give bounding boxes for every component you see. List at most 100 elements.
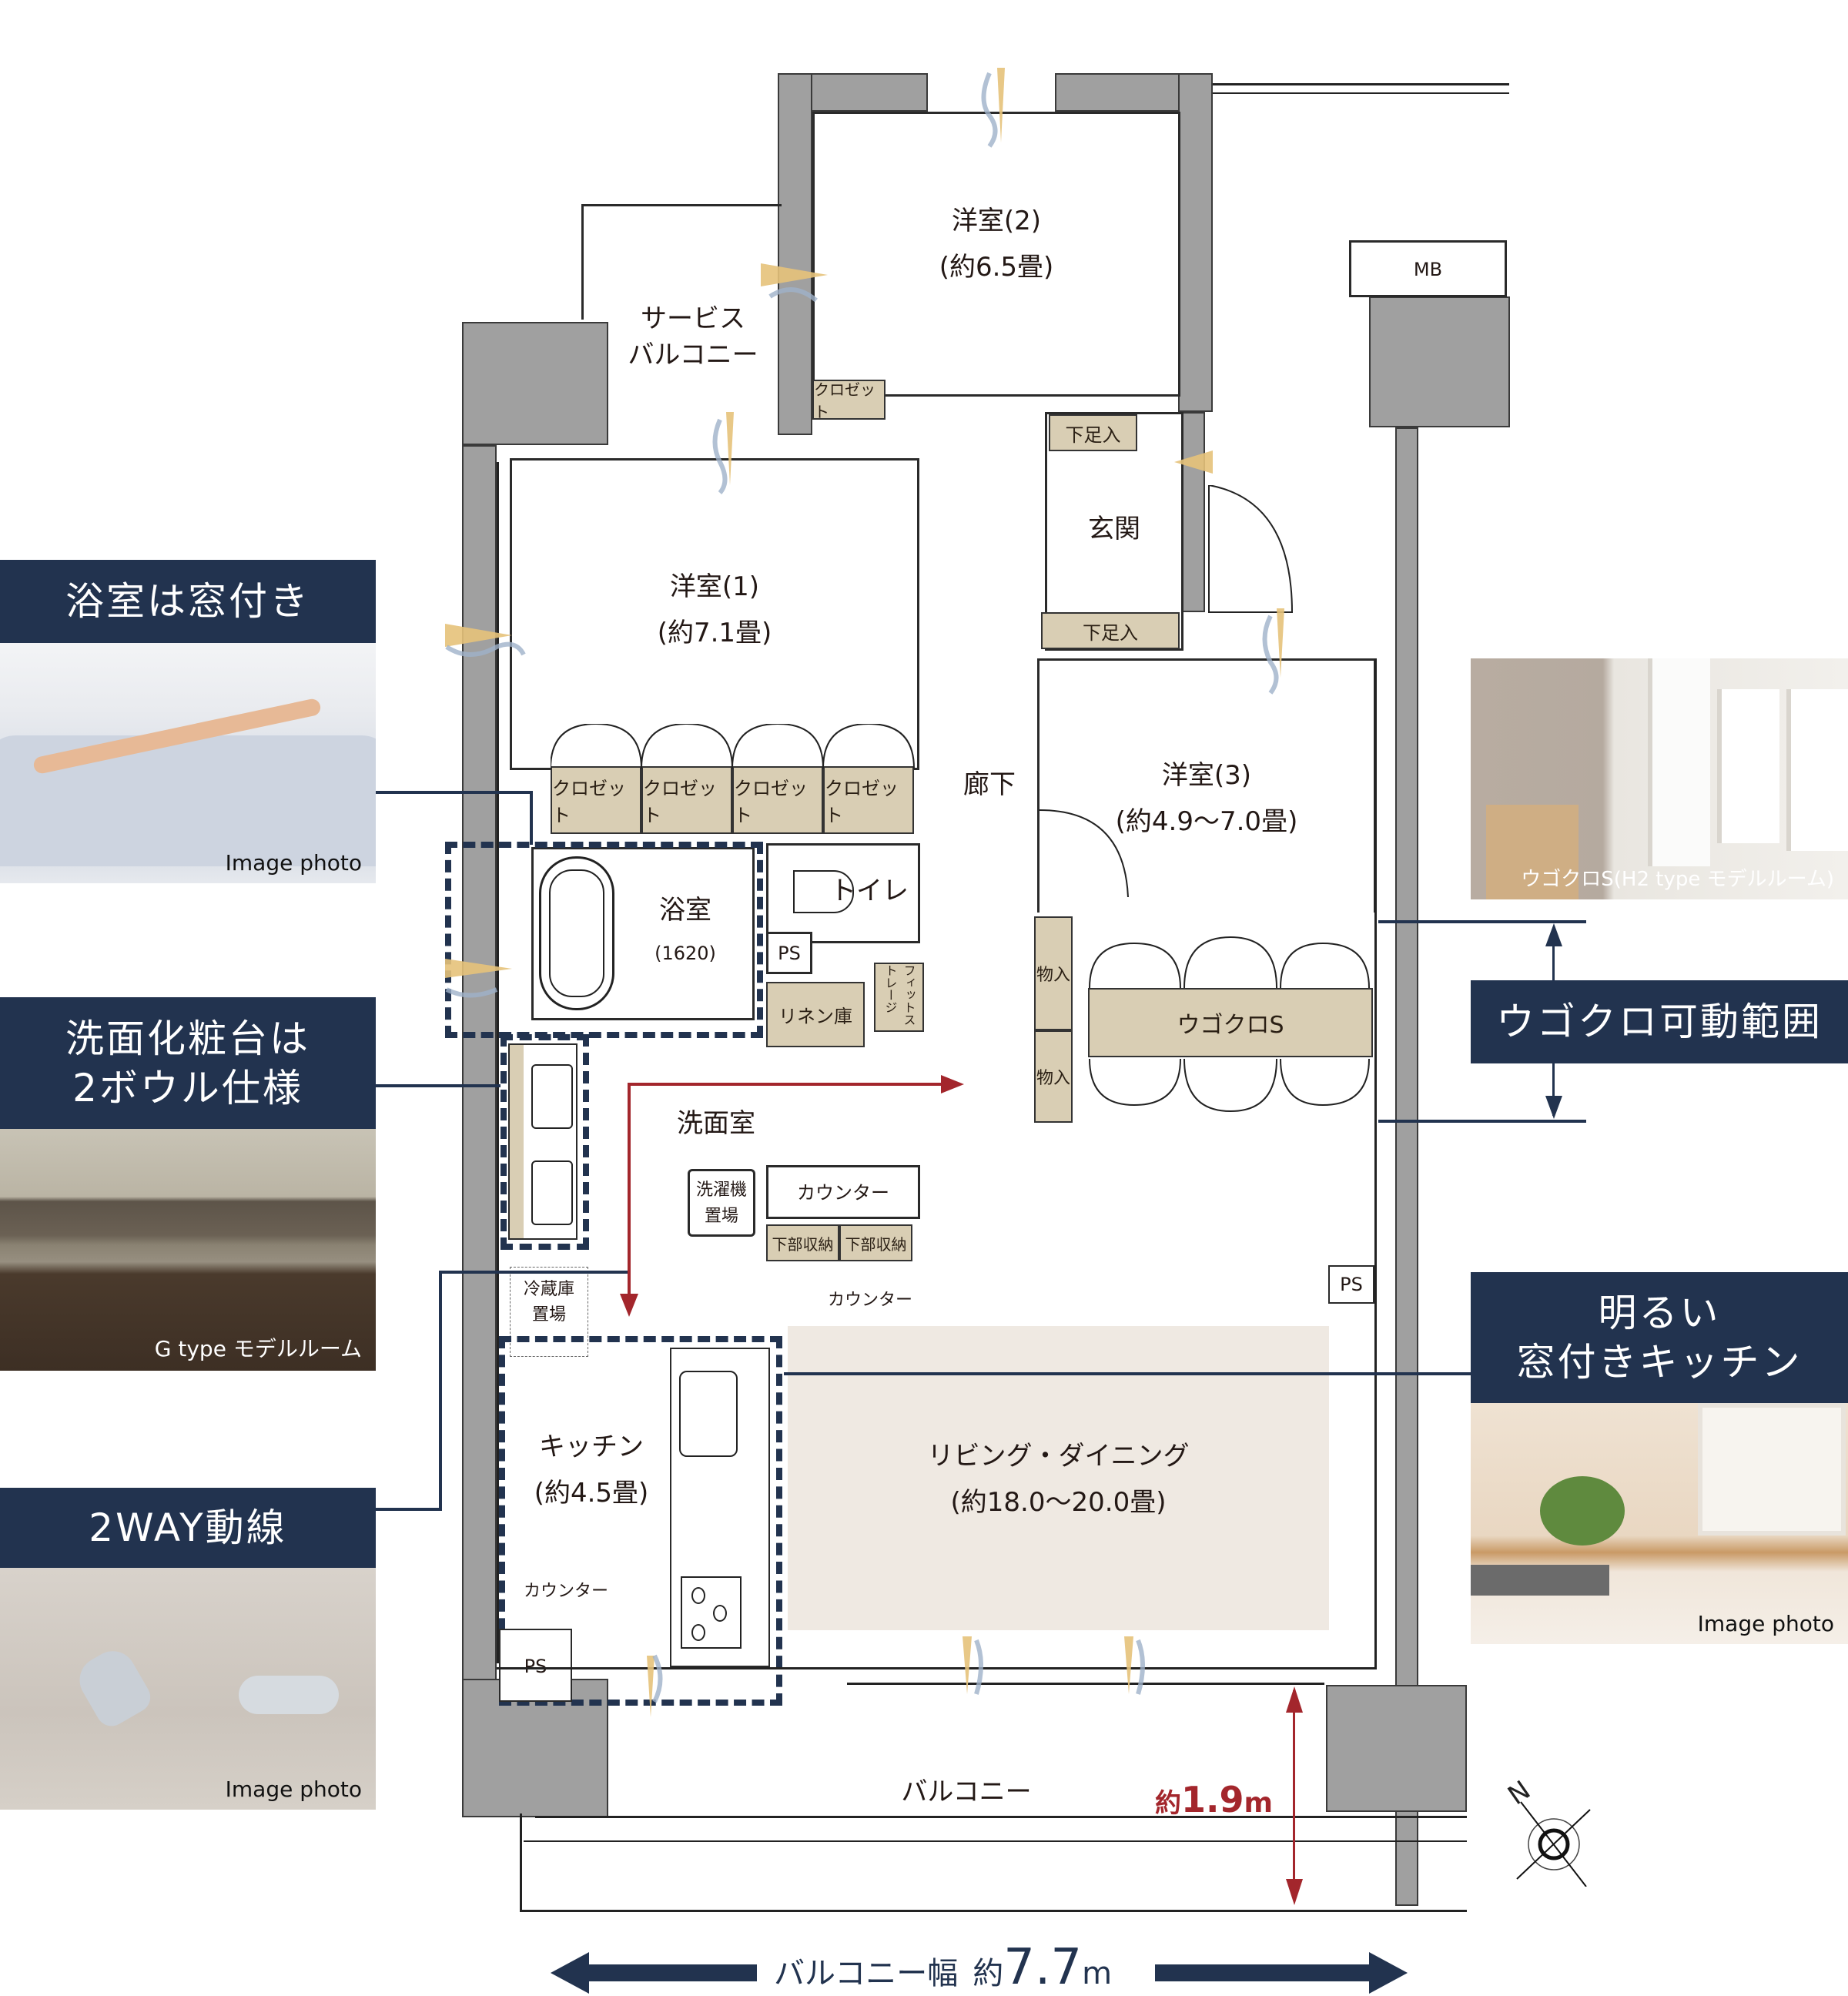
bath-window-highlight (445, 842, 763, 1038)
top-rail-2 (1213, 92, 1509, 94)
callout-two-way-title: 2WAY動線 (0, 1488, 376, 1568)
living-name: リビング・ダイニング (927, 1441, 1190, 1472)
balcony-depth-prefix: 約 (1155, 1788, 1181, 1819)
bath-window-caption: Image photo (225, 850, 362, 876)
bath-connector-h (376, 791, 532, 794)
ps-living-label: PS (1340, 1274, 1363, 1295)
two-way-photo: Image photo (0, 1568, 376, 1810)
kitchen-connector (784, 1372, 1471, 1375)
balcony-width-label: バルコニー幅 約7.7m (774, 1939, 1112, 1996)
two-way-title: 2WAY動線 (89, 1505, 287, 1550)
washbasin-caption: G type モデルルーム (154, 1336, 362, 1361)
lower-storage-2: 下部収納 (839, 1224, 912, 1261)
counter-below-label: カウンター (828, 1291, 913, 1310)
room-western-3: 洋室(3) (約4.9〜7.0畳) (1037, 658, 1376, 913)
bathtub (539, 856, 614, 1010)
balcony-width-text: バルコニー幅 (774, 1956, 959, 1991)
slipper-right (239, 1676, 339, 1714)
ugokuro-range-vline-bottom (1552, 1063, 1555, 1116)
ugokuro-range-vline-top (1552, 928, 1555, 980)
kitchen-caption: Image photo (1697, 1611, 1834, 1636)
balcony-width-bar-right (1155, 1964, 1371, 1981)
balcony-width-value: 7.7 (1003, 1939, 1083, 1996)
ugokuro-range-arrow-down (1545, 1096, 1562, 1119)
shoe-storage-top: 下足入 (1049, 414, 1137, 451)
service-balcony-rail (581, 204, 782, 320)
two-way-connector-h (376, 1508, 441, 1511)
kitchen-highlight (499, 1336, 782, 1706)
balcony-rail-left (520, 1813, 522, 1912)
wall-left-column (462, 322, 608, 445)
fridge-line2: 置場 (531, 1305, 566, 1325)
ps-living: PS (1328, 1265, 1374, 1304)
washroom-name: 洗面室 (677, 1108, 755, 1139)
western1-size: (約7.1畳) (657, 618, 772, 648)
fridge-space: 冷蔵庫 置場 (510, 1267, 588, 1357)
vanity-highlight (500, 1034, 589, 1250)
kitchen-name: キッチン (539, 1432, 644, 1462)
entry-door (1208, 485, 1294, 613)
wall-room2-left (778, 73, 812, 435)
ugokuro-photo: ウゴクロS(H2 type モデルルーム) (1471, 658, 1848, 899)
route-arrow-right (941, 1075, 964, 1093)
service-balcony-line2: バルコニー (628, 340, 758, 370)
balcony-width-bar-left (588, 1964, 757, 1981)
entrance-name: 玄関 (1088, 514, 1140, 544)
compass-icon: N (1502, 1775, 1591, 1887)
callout-bath-window-title: 浴室は窓付き (0, 560, 376, 643)
sash-line (847, 1683, 1324, 1685)
vanity-unit (508, 1043, 578, 1240)
wall-left (462, 445, 497, 1816)
interior-right-line (1374, 658, 1377, 1667)
washbasin-connector (376, 1084, 500, 1087)
wall-right-bottom (1326, 1685, 1467, 1812)
balcony-width-arrow-right (1369, 1952, 1408, 1994)
living-size: (約18.0〜20.0畳) (950, 1487, 1167, 1518)
route-horizontal (628, 1083, 943, 1086)
room-western-2: 洋室(2) (約6.5畳) (812, 112, 1180, 397)
bath-window-photo: Image photo (0, 643, 376, 883)
closet-3: クロゼット (732, 766, 823, 834)
ugokuro-wardrobe-2 (1717, 689, 1779, 843)
washbasin-title-line2: 2ボウル仕様 (72, 1065, 303, 1110)
wall-right (1395, 427, 1418, 1906)
top-rail (1213, 83, 1509, 85)
corridor-name: 廊下 (963, 769, 1016, 800)
ugokuro-range-line-bottom (1378, 1120, 1586, 1123)
bathroom-size: (1620) (654, 943, 716, 964)
room-entrance: 玄関 (1045, 412, 1183, 651)
lower-storage-1: 下部収納 (766, 1224, 839, 1261)
washbasin-photo: G type モデルルーム (0, 1129, 376, 1371)
closet-western2: クロゼット (812, 380, 886, 421)
ugokuro-wardrobe-1 (1648, 658, 1710, 866)
bath-connector-v (530, 791, 533, 845)
ugokuro-range-line-top (1378, 920, 1586, 923)
balcony-depth-arrow-top (1286, 1686, 1303, 1713)
linen-storage: リネン庫 (766, 982, 865, 1047)
two-way-caption: Image photo (225, 1777, 362, 1802)
balcony-depth-label: 約1.9m (1155, 1779, 1273, 1820)
mb-box: MB (1349, 240, 1507, 297)
balcony-rail-3 (520, 1910, 1467, 1912)
ugokuro-wardrobe-3 (1786, 689, 1848, 851)
slipper-left (71, 1643, 156, 1732)
closet-2: クロゼット (641, 766, 732, 834)
ugokuro-s-closet: ウゴクロS (1088, 988, 1373, 1057)
room-western-1: 洋室(1) (約7.1畳) (510, 458, 919, 770)
kitchen-counter-unit (670, 1348, 770, 1667)
storage-2: 物入 (1034, 1030, 1073, 1123)
living-dining-area: リビング・ダイニング (約18.0〜20.0畳) (788, 1326, 1329, 1630)
wall-right-column (1369, 296, 1510, 427)
interior-left-line (497, 462, 499, 1663)
balcony-depth-unit: m (1244, 1787, 1274, 1819)
balcony-width-unit: m (1082, 1956, 1113, 1991)
toilet-bowl (793, 870, 854, 913)
kitchen-window (1698, 1403, 1846, 1536)
bathroom-name: 浴室 (659, 895, 711, 926)
kitchen-stove (1471, 1565, 1609, 1596)
closet-1: クロゼット (551, 766, 641, 834)
wash-counter: カウンター (766, 1165, 920, 1219)
western3-name: 洋室(3) (1161, 760, 1252, 791)
balcony-rail-2 (524, 1840, 1467, 1842)
